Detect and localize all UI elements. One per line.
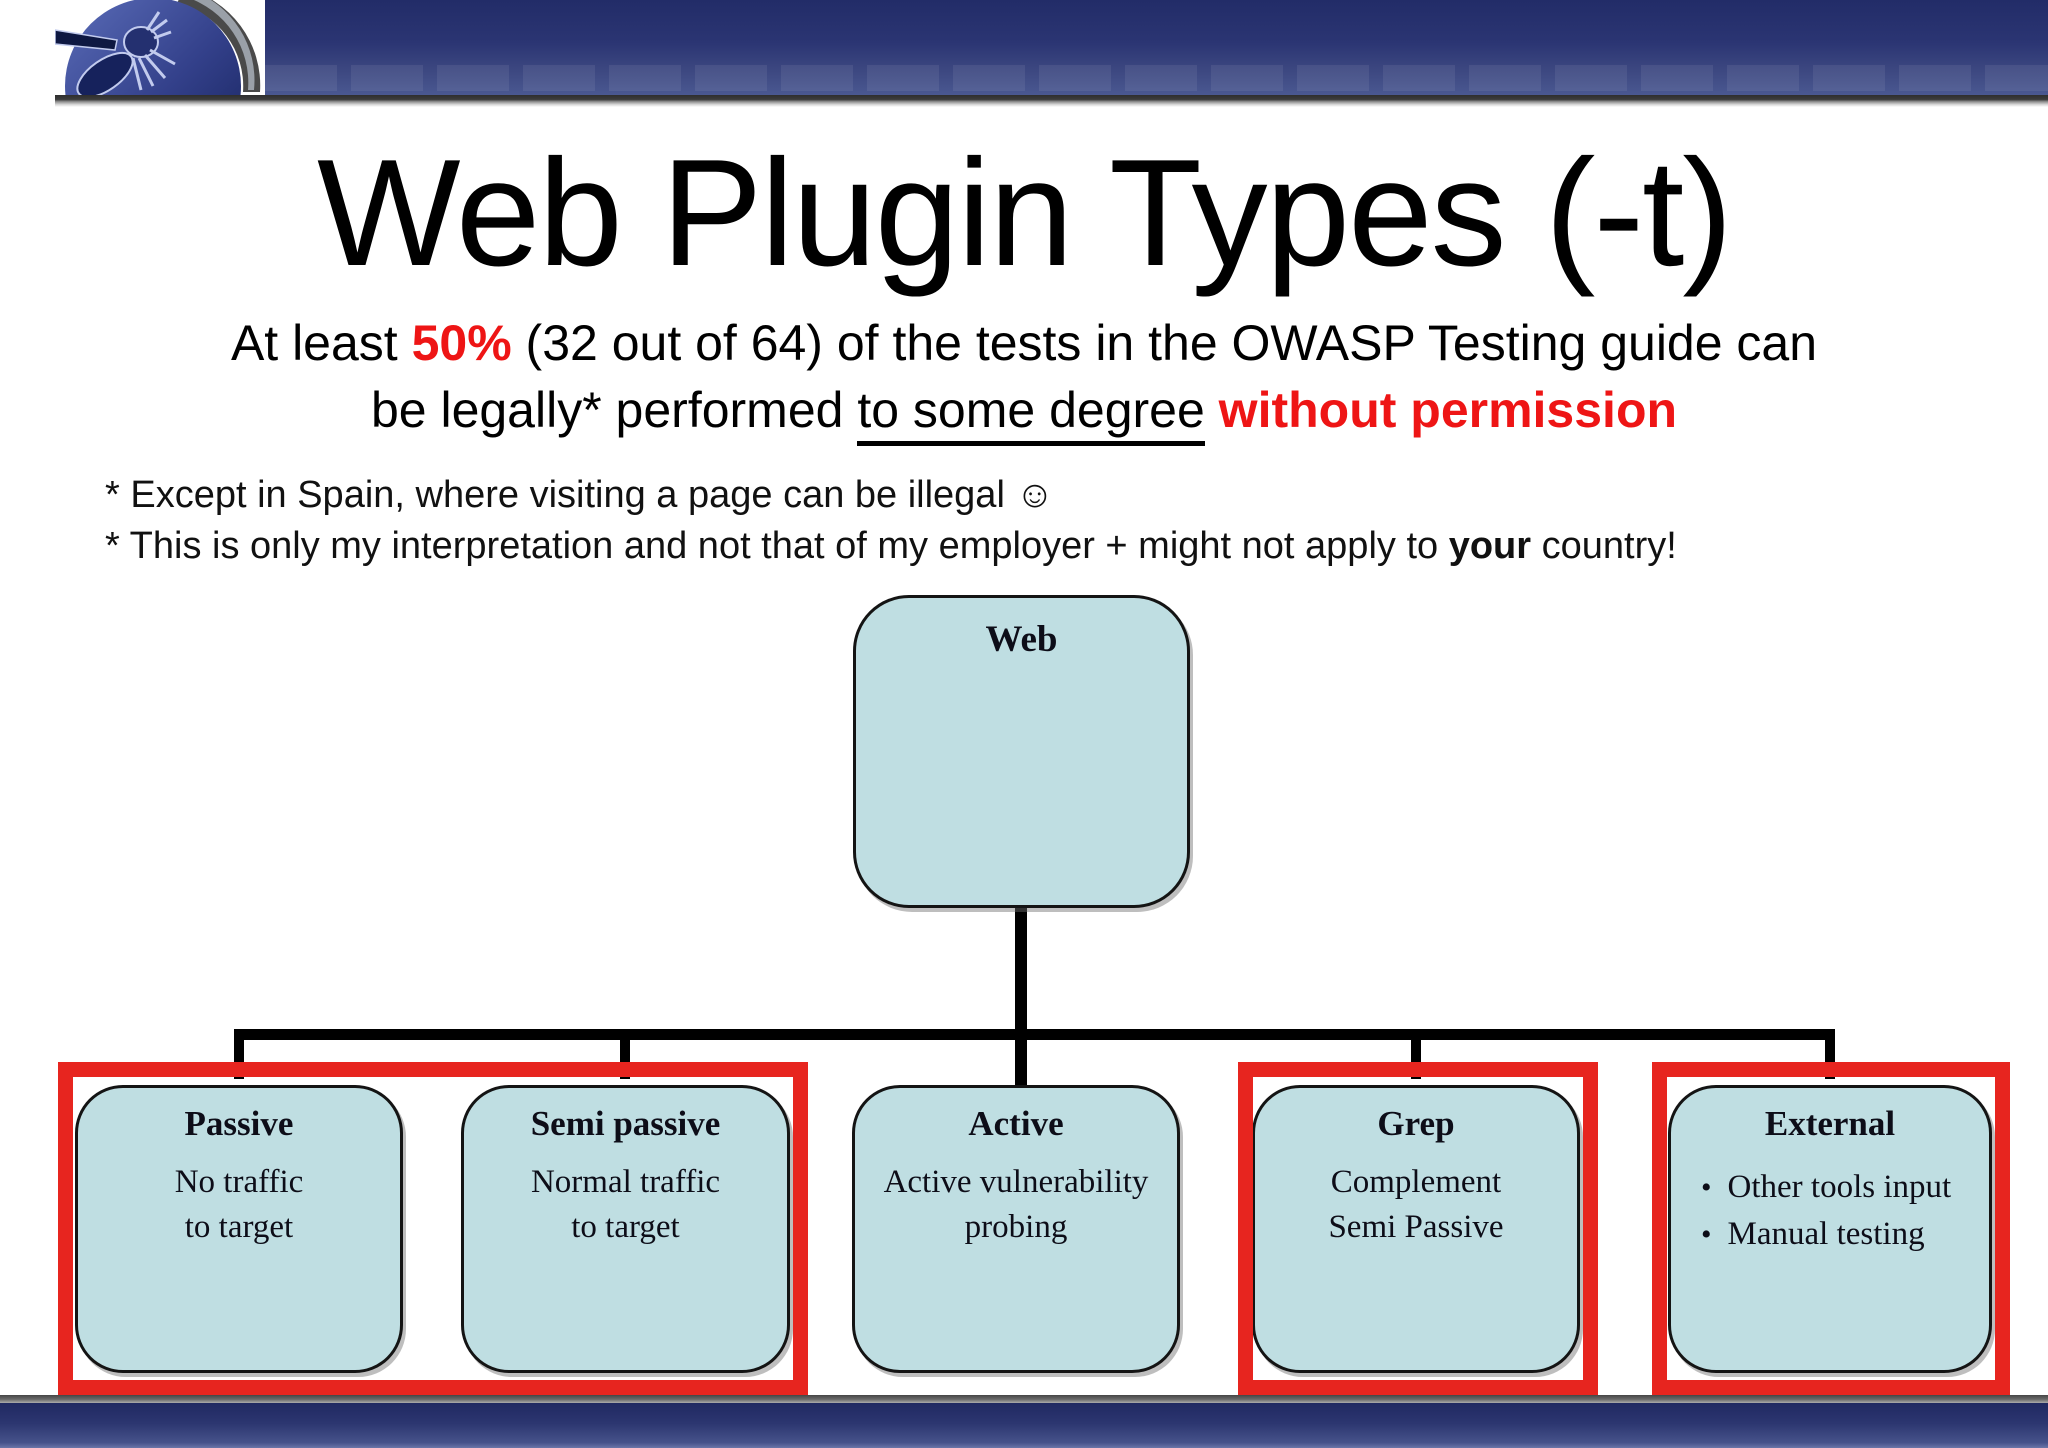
highlight-rect-passive-semi bbox=[58, 1062, 808, 1395]
node-title: Web bbox=[985, 619, 1058, 660]
bullet-dot: • bbox=[1701, 1218, 1712, 1251]
node-body-line: No traffic bbox=[174, 1164, 304, 1200]
node-body-line: Semi Passive bbox=[1328, 1209, 1504, 1245]
node-title: Grep bbox=[1377, 1104, 1455, 1143]
footer-separator bbox=[0, 1395, 2048, 1403]
owasp-wasp-icon bbox=[55, 0, 261, 95]
connector-vertical-main bbox=[1015, 906, 1027, 1086]
node-title: External bbox=[1764, 1104, 1896, 1143]
subtitle-line-1: At least 50% (32 out of 64) of the tests… bbox=[0, 310, 2048, 377]
bullet-text: Other tools input bbox=[1727, 1169, 1952, 1205]
node-body: Normal traffic to target bbox=[464, 1160, 787, 1250]
node-body: Complement Semi Passive bbox=[1255, 1160, 1577, 1250]
node-body: No traffic to target bbox=[78, 1160, 400, 1250]
subtitle-underlined-text: to some degree bbox=[857, 382, 1205, 446]
node-title: Active bbox=[968, 1104, 1064, 1143]
bullet-dot: • bbox=[1701, 1171, 1712, 1204]
footnote-2: * This is only my interpretation and not… bbox=[105, 521, 1677, 572]
node-grep: Grep Complement Semi Passive bbox=[1252, 1085, 1580, 1373]
node-body-line: Normal traffic bbox=[530, 1164, 721, 1200]
node-semi-passive: Semi passive Normal traffic to target bbox=[461, 1085, 790, 1373]
footnote-bold-your: your bbox=[1448, 525, 1532, 567]
owasp-logo bbox=[55, 0, 265, 95]
node-body-line: to target bbox=[571, 1209, 680, 1245]
bullet-item: • Manual testing bbox=[1701, 1211, 1951, 1258]
subtitle-without-permission: without permission bbox=[1204, 382, 1678, 438]
connector-stub-grep bbox=[1411, 1029, 1421, 1079]
subtitle-line-2: be legally* performed to some degree wit… bbox=[0, 377, 2048, 446]
node-bullet-list: • Other tools input • Manual testing bbox=[1701, 1164, 1951, 1258]
header-banner bbox=[265, 0, 2048, 95]
subtitle-text: be legally* performed bbox=[370, 382, 858, 438]
bullet-item: • Other tools input bbox=[1701, 1164, 1951, 1211]
node-body-line: probing bbox=[964, 1209, 1068, 1245]
connector-stub-semi-passive bbox=[620, 1029, 630, 1079]
connector-stub-external bbox=[1825, 1029, 1835, 1079]
node-web: Web bbox=[853, 595, 1190, 908]
bullet-text: Manual testing bbox=[1727, 1216, 1925, 1252]
node-title: Semi passive bbox=[530, 1104, 721, 1143]
node-body: Active vulnerability probing bbox=[855, 1160, 1177, 1250]
connector-stub-passive bbox=[234, 1029, 244, 1079]
footnote-1: * Except in Spain, where visiting a page… bbox=[105, 470, 1677, 521]
page-title: Web Plugin Types (-t) bbox=[317, 128, 1733, 298]
highlight-rect-external bbox=[1652, 1062, 2010, 1395]
highlight-rect-grep bbox=[1238, 1062, 1598, 1395]
footnote-text: country! bbox=[1531, 525, 1677, 567]
node-body-line: Complement bbox=[1330, 1164, 1502, 1200]
subtitle: At least 50% (32 out of 64) of the tests… bbox=[0, 310, 2048, 446]
node-passive: Passive No traffic to target bbox=[75, 1085, 403, 1373]
connector-horizontal bbox=[234, 1029, 1835, 1040]
node-active: Active Active vulnerability probing bbox=[852, 1085, 1180, 1373]
node-body-line: Active vulnerability bbox=[883, 1164, 1149, 1200]
footnotes: * Except in Spain, where visiting a page… bbox=[105, 470, 1677, 572]
node-title: Passive bbox=[184, 1104, 294, 1143]
subtitle-text: At least bbox=[230, 315, 412, 371]
header-separator bbox=[55, 95, 2048, 107]
banner-tile-pattern bbox=[265, 65, 2048, 91]
footnote-text: * This is only my interpretation and not… bbox=[105, 525, 1449, 567]
smiley-icon: ☺ bbox=[1015, 474, 1055, 516]
subtitle-50-percent: 50% bbox=[411, 315, 512, 371]
footer-bar bbox=[0, 1403, 2048, 1448]
subtitle-text: (32 out of 64) of the tests in the OWASP… bbox=[511, 315, 1818, 371]
footnote-text: * Except in Spain, where visiting a page… bbox=[105, 474, 1016, 516]
node-body-line: to target bbox=[184, 1209, 294, 1245]
node-external: External • Other tools input • Manual test… bbox=[1668, 1085, 1992, 1373]
